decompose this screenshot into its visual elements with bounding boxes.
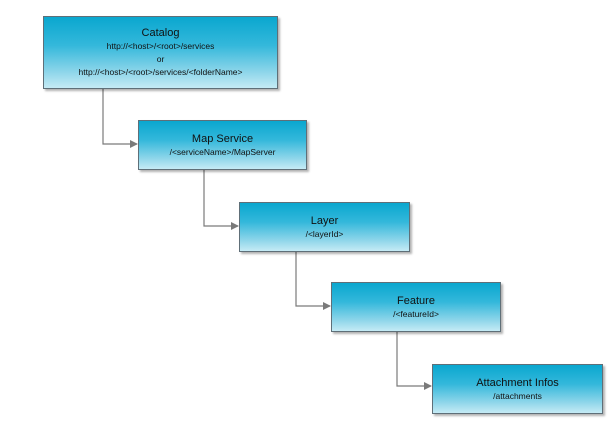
layer-node: Layer /<layerId> bbox=[239, 202, 410, 252]
feature-node: Feature /<featureId> bbox=[331, 282, 501, 332]
catalog-or: or bbox=[156, 54, 165, 64]
layer-title: Layer bbox=[310, 215, 339, 227]
connector-map-service-to-layer bbox=[203, 170, 239, 230]
map-service-title: Map Service bbox=[191, 133, 254, 145]
attachment-infos-node: Attachment Infos /attachments bbox=[432, 364, 603, 414]
catalog-folder-url: http://<host>/<root>/services/<folderNam… bbox=[78, 67, 243, 77]
connector-feature-to-attachment-infos bbox=[396, 332, 432, 390]
layer-path: /<layerId> bbox=[305, 229, 344, 239]
catalog-url: http://<host>/<root>/services bbox=[106, 41, 215, 51]
feature-path: /<featureId> bbox=[393, 309, 439, 319]
map-service-path: /<serviceName>/MapServer bbox=[169, 147, 276, 157]
map-service-node: Map Service /<serviceName>/MapServer bbox=[138, 120, 307, 170]
connector-layer-to-feature bbox=[295, 252, 331, 310]
attachment-infos-title: Attachment Infos bbox=[476, 377, 559, 389]
catalog-title: Catalog bbox=[141, 27, 180, 39]
attachment-infos-path: /attachments bbox=[493, 391, 542, 401]
connector-catalog-to-map-service bbox=[102, 89, 138, 148]
feature-title: Feature bbox=[397, 295, 435, 307]
catalog-node: Catalog http://<host>/<root>/services or… bbox=[43, 16, 278, 89]
